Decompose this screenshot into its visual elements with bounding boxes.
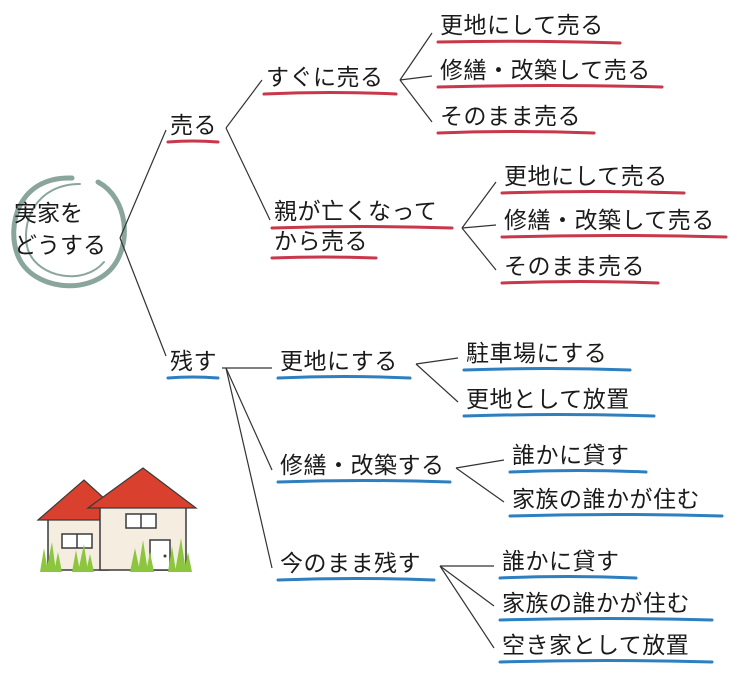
connector-renovate-leaf-2	[455, 467, 505, 503]
connector-keep-asis	[225, 367, 273, 569]
connector-asis-leaf-2	[439, 565, 495, 607]
house-illustration	[36, 467, 198, 572]
leaf-keep-vacant-1: 駐車場にする	[466, 341, 608, 367]
connector-sell-soon	[225, 79, 263, 129]
leaf-sell-after-1: 更地にして売る	[504, 164, 668, 190]
connector-after-leaf-2	[461, 224, 497, 229]
connector-after-leaf-3	[461, 227, 497, 271]
connector-keep-renovate	[225, 367, 273, 471]
root-question: 実家を どうする	[14, 198, 124, 262]
leaf-sell-after-2: 修繕・改築して売る	[504, 208, 715, 234]
connector-soon-leaf-3	[399, 79, 433, 123]
tree-connectors	[119, 32, 505, 649]
door-icon	[149, 539, 171, 571]
connector-vacant-leaf-2	[415, 363, 459, 403]
node-keep-renovate: 修繕・改築する	[280, 453, 445, 479]
connector-root-keep	[119, 237, 167, 357]
leaf-sell-after-3: そのまま売る	[504, 254, 645, 280]
leaf-sell-soon-1: 更地にして売る	[440, 13, 604, 39]
node-keep-asis: 今のまま残す	[280, 551, 421, 577]
leaf-sell-soon-3: そのまま売る	[440, 104, 581, 130]
grass-icon	[40, 538, 192, 572]
blue-underlines	[166, 367, 724, 664]
node-keep-vacant: 更地にする	[280, 349, 398, 375]
leaf-keep-renovate-1: 誰かに貸す	[512, 443, 630, 469]
connector-after-leaf-1	[461, 181, 497, 229]
red-underlines	[166, 39, 728, 285]
node-sell-after-line-1: 親が亡くなって	[274, 199, 438, 225]
root-circle	[11, 175, 127, 289]
node-keep: 残す	[170, 349, 217, 375]
connector-asis-leaf-3	[439, 565, 495, 649]
leaf-keep-asis-2: 家族の誰かが住む	[502, 591, 690, 617]
leaf-keep-asis-3: 空き家として放置	[502, 633, 690, 659]
connector-root-sell	[119, 129, 167, 239]
node-sell-soon: すぐに売る	[266, 65, 384, 91]
connector-renovate-leaf-1	[455, 459, 505, 469]
leaf-sell-soon-2: 修繕・改築して売る	[440, 58, 651, 84]
node-sell: 売る	[170, 113, 217, 139]
connector-sell-after	[225, 127, 271, 221]
leaf-keep-asis-1: 誰かに貸す	[502, 549, 620, 575]
window-icon	[61, 513, 157, 549]
root-line-1: 実家を	[14, 201, 83, 227]
leaf-keep-renovate-2: 家族の誰かが住む	[512, 487, 700, 513]
connector-vacant-leaf-1	[415, 357, 459, 365]
node-sell-after-line-2: から売る	[274, 229, 368, 255]
connector-soon-leaf-1	[399, 32, 433, 81]
root-line-2: どうする	[14, 233, 106, 259]
leaf-keep-vacant-2: 更地として放置	[466, 387, 630, 413]
connector-soon-leaf-2	[399, 75, 433, 81]
